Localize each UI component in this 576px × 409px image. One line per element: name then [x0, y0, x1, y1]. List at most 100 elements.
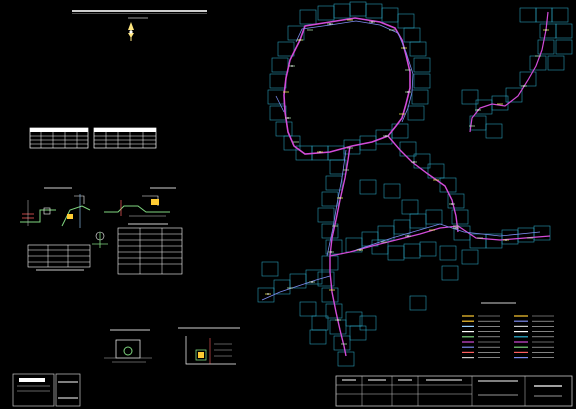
grid-tile: [361, 231, 379, 247]
grid-tile: [551, 7, 569, 23]
route-node-marker: [385, 135, 387, 137]
route-node-marker: [299, 39, 301, 41]
north-arrow-icon: [128, 22, 134, 41]
grid-tile: [425, 209, 443, 225]
grid-tile: [411, 89, 429, 105]
grid-tile: [317, 5, 335, 21]
grid-tile: [383, 183, 401, 199]
detail-section-a: [20, 200, 56, 226]
route-node-marker: [319, 151, 321, 153]
grid-tile: [271, 57, 289, 73]
grid-tile: [299, 301, 317, 317]
route-node-marker: [451, 203, 453, 205]
pipeline-northeast-branch: [469, 11, 549, 133]
pipe-symbol-table: [27, 244, 91, 271]
grid-tile: [333, 3, 351, 19]
title-block-logo-panel: [12, 373, 81, 407]
grid-tile: [349, 325, 367, 341]
grid-tile: [273, 279, 291, 295]
grid-tile: [469, 115, 487, 131]
route-southwest-link: [261, 275, 331, 301]
grid-tile: [321, 223, 339, 239]
grid-tile: [533, 225, 551, 241]
grid-tile: [399, 141, 417, 157]
grid-tile: [269, 105, 287, 121]
grid-tile: [261, 261, 279, 277]
fitting-detail: [92, 231, 108, 248]
route-node-marker: [407, 235, 409, 237]
grid-tile: [517, 227, 535, 243]
sheet-grid-tiles: [257, 1, 573, 367]
grid-tile: [451, 209, 469, 225]
grid-tile: [547, 55, 565, 71]
route-node-marker: [413, 161, 415, 163]
route-node-marker: [330, 251, 332, 253]
route-node-marker: [407, 91, 409, 93]
trench-detail: [178, 327, 240, 365]
grid-tile: [345, 311, 363, 327]
grid-tile: [311, 315, 329, 331]
route-node-marker: [523, 85, 525, 87]
grid-tile: [321, 287, 339, 303]
grid-tile: [401, 199, 419, 215]
grid-tile: [325, 303, 343, 319]
route-node-marker: [371, 21, 373, 23]
pipeline-south-trunk: [329, 145, 351, 357]
grid-tile: [391, 123, 409, 139]
route-node-marker: [291, 65, 293, 67]
route-node-marker: [329, 23, 331, 25]
grid-tile: [491, 95, 509, 111]
route-northwest-link: [275, 95, 285, 113]
grid-tile: [381, 7, 399, 23]
grid-tile: [365, 3, 383, 19]
grid-tile: [325, 175, 343, 191]
grid-tile: [359, 179, 377, 195]
manhole-detail: [104, 329, 152, 363]
grid-tile: [267, 89, 285, 105]
grid-tile: [427, 163, 445, 179]
grid-tile: [537, 39, 555, 55]
grid-tile: [529, 55, 547, 71]
grid-tile: [407, 105, 425, 121]
sheet-header: [72, 10, 207, 41]
grid-tile: [419, 241, 437, 257]
title-block: [12, 373, 573, 407]
route-node-marker: [359, 249, 361, 251]
grid-tile: [555, 39, 573, 55]
pipeline-network: [261, 11, 551, 357]
grid-tile: [393, 219, 411, 235]
pipeline-cross-link: [329, 225, 551, 257]
route-node-marker: [403, 47, 405, 49]
grid-tile: [461, 89, 479, 105]
route-node-marker: [287, 117, 289, 119]
route-node-marker: [455, 227, 457, 229]
grid-tile: [535, 7, 553, 23]
grid-tile: [309, 329, 327, 345]
route-node-marker: [505, 239, 507, 241]
grid-tile: [359, 315, 377, 331]
pipeline-main-loop: [283, 17, 411, 155]
legend: [462, 302, 554, 359]
route-node-marker: [337, 319, 339, 321]
route-node-marker: [477, 109, 479, 111]
grid-tile: [505, 87, 523, 103]
grid-tile: [413, 73, 431, 89]
legend-left-column: [462, 315, 500, 359]
grid-tile: [413, 153, 431, 169]
construction-details: [20, 187, 183, 275]
grid-tile: [461, 249, 479, 265]
route-node-marker: [545, 29, 547, 31]
grid-tile: [413, 57, 431, 73]
grid-tile: [321, 191, 339, 207]
grid-tile: [519, 71, 537, 87]
grid-tile: [349, 1, 367, 17]
route-node-marker: [311, 281, 313, 283]
grid-tile: [403, 27, 421, 43]
grid-tile: [519, 7, 537, 23]
detail-section-b: [61, 194, 91, 228]
materials-table: [117, 223, 183, 275]
grid-tile: [439, 245, 457, 261]
grid-tile: [287, 25, 305, 41]
